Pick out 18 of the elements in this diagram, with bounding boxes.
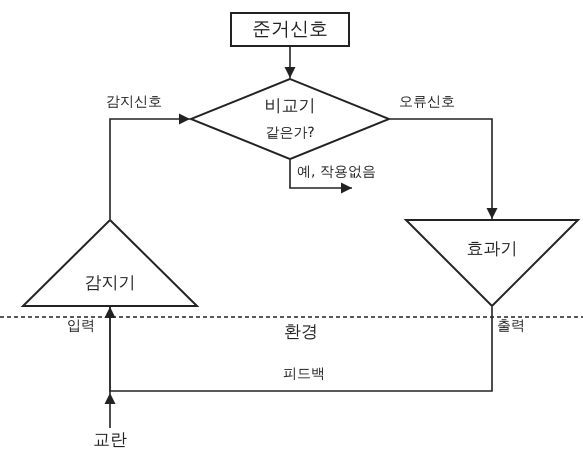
node-title: 교란 [93,430,127,450]
arrow [104,307,116,428]
process-box [230,12,350,47]
annotation-label: 출력 [496,318,526,335]
node-title: 감지기 [84,272,136,293]
arrow [109,113,190,219]
edge-label: 오류신호 [398,94,456,111]
edge-label: 감지신호 [105,94,163,111]
arrow [289,160,352,194]
node-title: 비교기 [264,96,316,117]
edge-label: 예, 작용없음 [296,164,377,181]
arrow [284,47,296,78]
node-title: 준거신호 [252,18,328,41]
annotation-label: 입력 [66,318,96,335]
node-subtitle: 같은가? [265,124,315,142]
arrow [390,118,498,219]
node-title: 효과기 [466,239,518,260]
edge-label: 피드백 [282,366,326,383]
